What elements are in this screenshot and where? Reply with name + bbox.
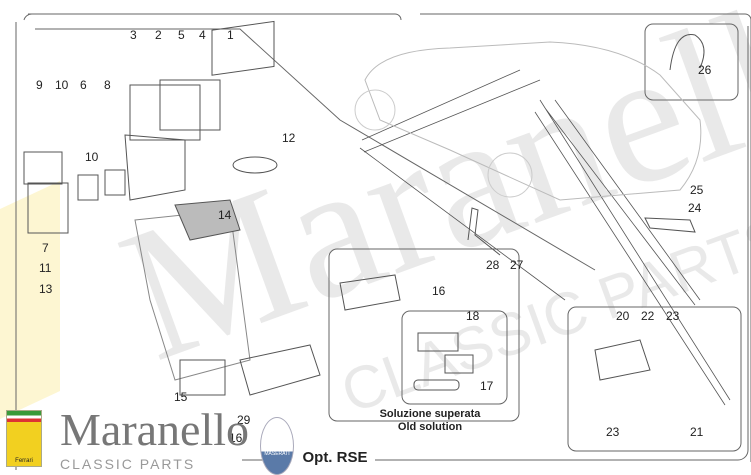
part-number-label: 1 [227, 28, 234, 42]
part-number-label: 25 [690, 183, 704, 197]
part-number-label: 8 [104, 78, 111, 92]
ferrari-logo: Ferrari [6, 410, 42, 467]
part-number-label: 3 [130, 28, 137, 42]
part-number-label: 24 [688, 201, 702, 215]
part-number-label: 16 [229, 431, 243, 445]
part-number-label: 11 [39, 261, 52, 275]
part-number-label: 16 [432, 284, 446, 298]
part-number-label: 12 [282, 131, 296, 145]
part-number-label: 18 [466, 309, 480, 323]
part-number-label: 5 [178, 28, 185, 42]
part-number-label: 26 [698, 63, 712, 77]
part-number-label: 9 [36, 78, 43, 92]
dealer-logo-text: Maranello [60, 404, 250, 455]
part-number-label: 28 [486, 258, 500, 272]
section-title: Opt. RSE [295, 450, 375, 465]
part-number-label: 15 [174, 390, 188, 404]
part-number-label: 23 [666, 309, 680, 323]
part-number-label: 20 [616, 309, 630, 323]
dealer-logo-subtext: CLASSIC PARTS [60, 456, 196, 472]
part-number-label: 7 [42, 241, 49, 255]
part-number-label: 10 [85, 150, 99, 164]
old-solution-caption-it: Soluzione superata [379, 408, 481, 420]
part-number-label: 29 [237, 413, 251, 427]
part-number-label: 13 [39, 282, 53, 296]
part-number-label: 27 [510, 258, 524, 272]
part-number-label: 22 [641, 309, 655, 323]
old-solution-caption-en: Old solution [397, 421, 463, 433]
part-number-label: 17 [480, 379, 494, 393]
part-number-label: 14 [218, 208, 232, 222]
part-number-label: 4 [199, 28, 206, 42]
part-number-label: 23 [606, 425, 620, 439]
part-number-label: 2 [155, 28, 162, 42]
part-number-label: 21 [690, 425, 704, 439]
part-number-label: 10 [55, 78, 69, 92]
part-number-label: 6 [80, 78, 87, 92]
maserati-logo: MASERATI [260, 417, 294, 475]
